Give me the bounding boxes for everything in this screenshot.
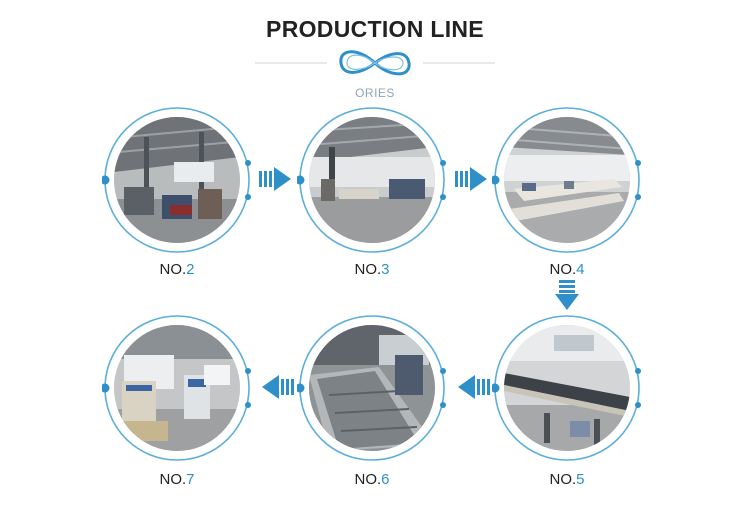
station-no-4: [492, 105, 642, 255]
factory-photo-packing-area: [114, 325, 240, 451]
station-label-no-2: NO.2: [159, 261, 195, 278]
station-label-no-7: NO.7: [159, 471, 195, 488]
factory-photo-conveyor-line: [504, 325, 630, 451]
station-no-5: [492, 313, 642, 463]
station-label-no-6: NO.6: [354, 471, 390, 488]
factory-photo-workshop-floor: [309, 117, 435, 243]
station-no-2: [102, 105, 252, 255]
factory-photo-conveyor-belt: [309, 325, 435, 451]
arrow-down-icon: [555, 280, 579, 310]
arrow-right-icon: [455, 167, 487, 191]
page-subtitle: ORIES: [355, 86, 395, 100]
factory-photo-assembly-tables: [504, 117, 630, 243]
infinity-ornament-icon: [255, 50, 495, 76]
arrow-left-icon: [458, 375, 490, 399]
station-label-no-5: NO.5: [549, 471, 585, 488]
arrow-right-icon: [259, 167, 291, 191]
station-no-3: [297, 105, 447, 255]
station-no-6: [297, 313, 447, 463]
factory-photo-warehouse-machines: [114, 117, 240, 243]
station-no-7: [102, 313, 252, 463]
page-title: PRODUCTION LINE: [266, 16, 484, 42]
station-label-no-4: NO.4: [549, 261, 585, 278]
station-label-no-3: NO.3: [354, 261, 390, 278]
arrow-left-icon: [262, 375, 294, 399]
